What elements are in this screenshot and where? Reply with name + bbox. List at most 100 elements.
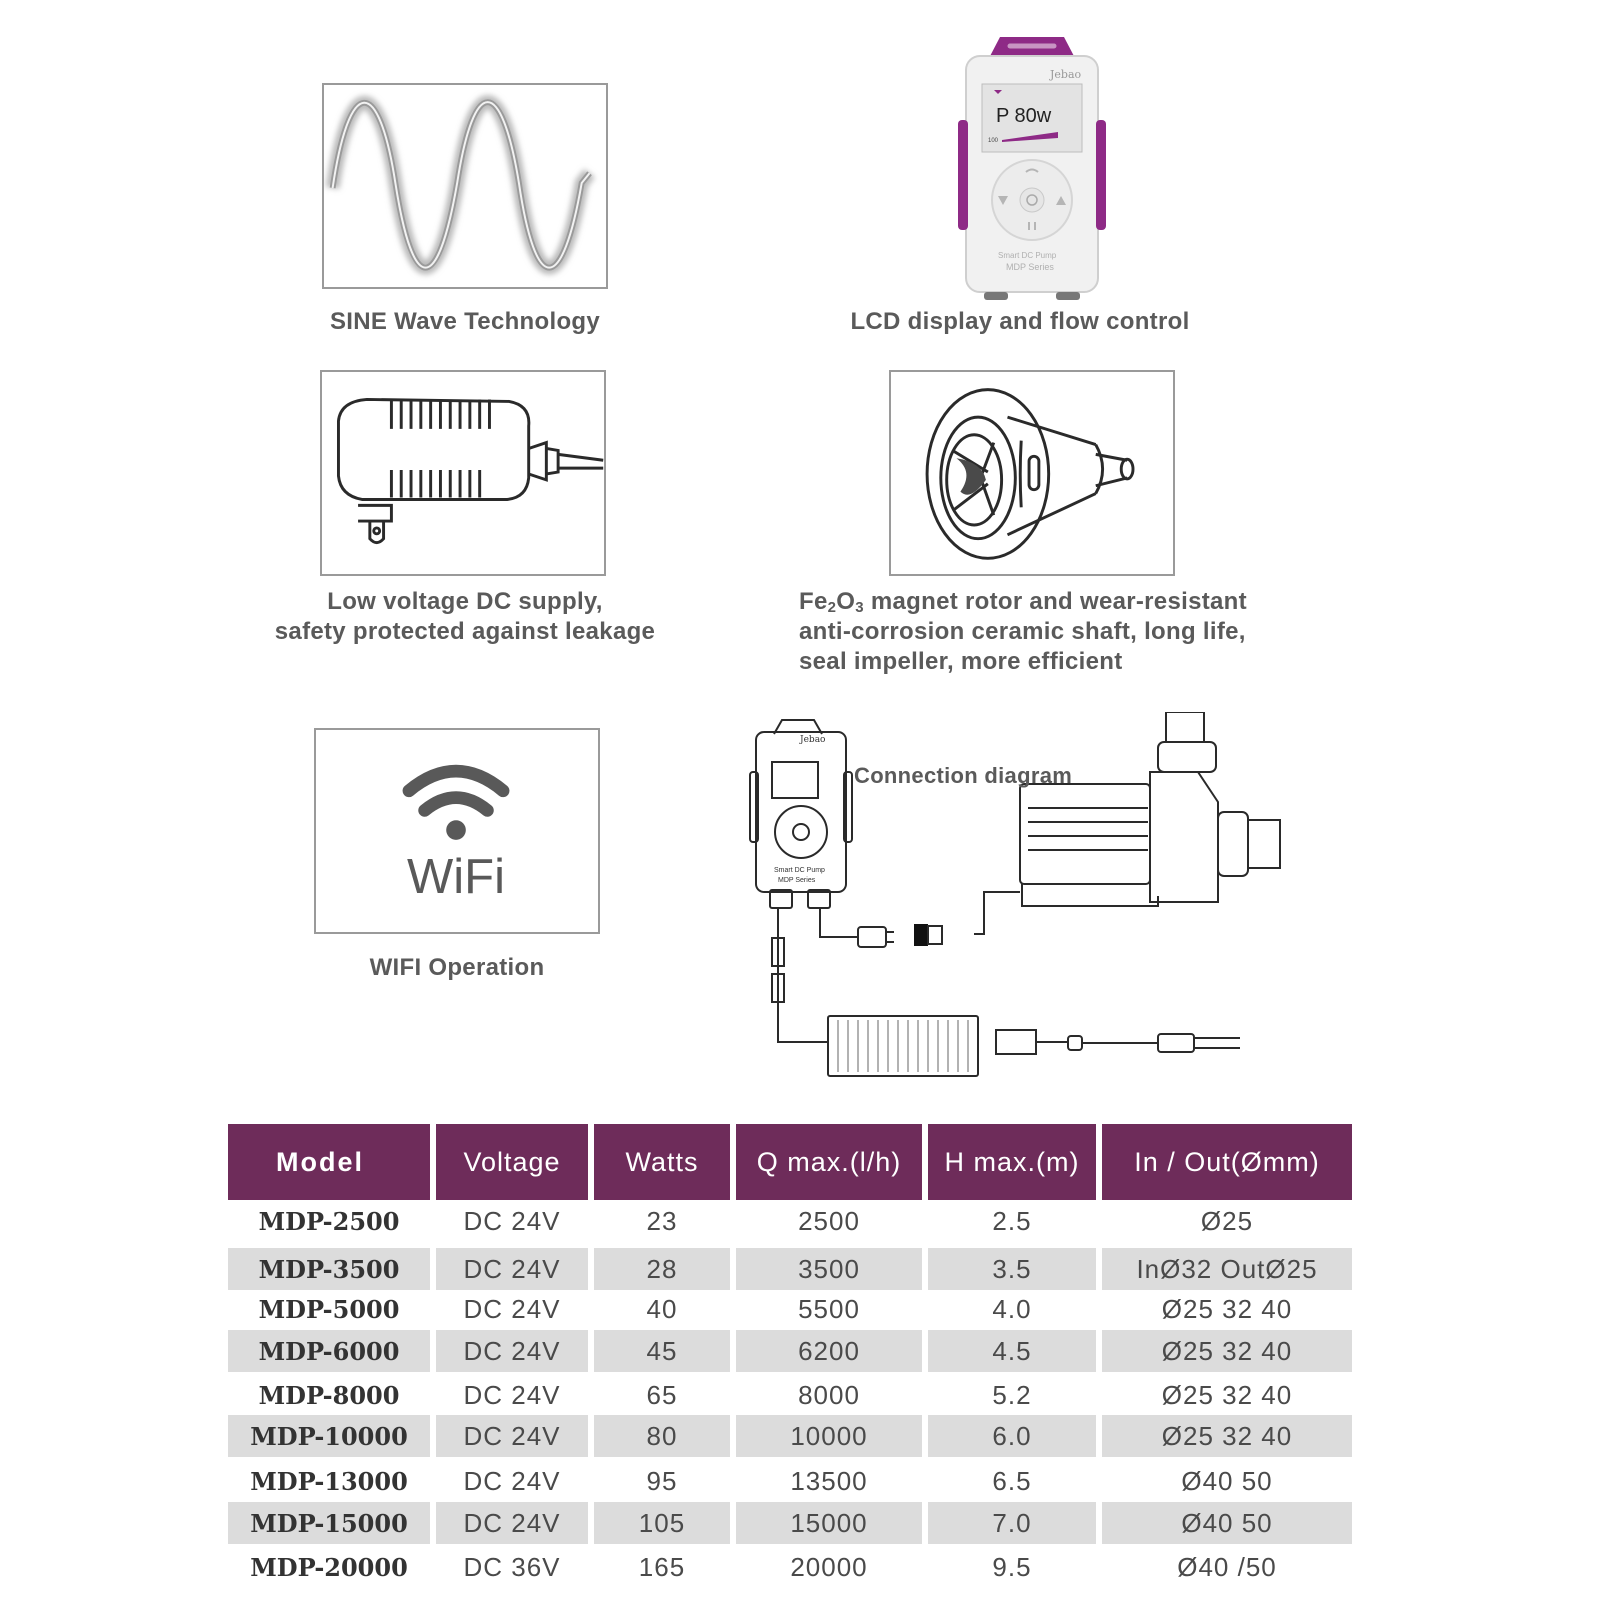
table-row: MDP-5000 DC 24V 40 5500 4.0 Ø25 32 40 xyxy=(228,1288,1352,1330)
lcd-brand-text: Jebao xyxy=(1049,68,1082,81)
header-voltage: Voltage xyxy=(436,1124,588,1200)
cell-watts: 28 xyxy=(594,1248,730,1290)
cell-model: MDP-3500 xyxy=(228,1248,430,1290)
sine-wave-caption: SINE Wave Technology xyxy=(329,308,601,335)
header-model: Model xyxy=(228,1124,430,1200)
table-row: MDP-13000 DC 24V 95 13500 6.5 Ø40 50 xyxy=(228,1460,1352,1502)
cell-h-max: 3.5 xyxy=(928,1248,1096,1290)
cell-q-max: 6200 xyxy=(736,1330,922,1372)
cell-voltage: DC 24V xyxy=(463,1379,561,1410)
cell-voltage: DC 24V xyxy=(436,1248,588,1290)
cell-voltage: DC 24V xyxy=(436,1502,588,1544)
cell-model: MDP-10000 xyxy=(228,1415,430,1457)
cell-model: MDP-5000 xyxy=(258,1294,400,1324)
cell-watts: 45 xyxy=(594,1330,730,1372)
cell-model: MDP-8000 xyxy=(258,1380,400,1410)
power-caption-line-1: Low voltage DC supply, xyxy=(327,588,603,615)
cell-voltage: DC 24V xyxy=(436,1330,588,1372)
cell-h-max: 2.5 xyxy=(992,1205,1032,1236)
lcd-label-2: MDP Series xyxy=(1006,262,1054,272)
power-caption-line-2: safety protected against leakage xyxy=(274,618,656,645)
rotor-caption-line-3: seal impeller, more efficient xyxy=(799,648,1123,675)
cell-h-max: 9.5 xyxy=(992,1551,1032,1582)
connection-diagram: Jebao Smart DC Pump MDP Series xyxy=(748,711,1308,1092)
wifi-text: WiFi xyxy=(407,850,505,904)
cell-h-max: 6.5 xyxy=(992,1465,1032,1496)
cell-watts: 80 xyxy=(594,1415,730,1457)
cell-watts: 105 xyxy=(594,1502,730,1544)
table-row: MDP-8000 DC 24V 65 8000 5.2 Ø25 32 40 xyxy=(228,1374,1352,1416)
lcd-screen-text: P 80w xyxy=(996,105,1052,127)
rotor-caption-rest: magnet rotor and wear-resistant xyxy=(863,588,1247,615)
cell-watts: 165 xyxy=(638,1551,686,1582)
cell-h-max: 5.2 xyxy=(992,1379,1032,1410)
cell-in-out: Ø40 50 xyxy=(1102,1502,1352,1544)
cell-model: MDP-2500 xyxy=(258,1206,400,1236)
header-q-max: Q max.(l/h) xyxy=(736,1124,922,1200)
spec-table-header: Model Voltage Watts Q max.(l/h) H max.(m… xyxy=(228,1124,1352,1200)
cell-in-out: Ø25 xyxy=(1200,1205,1254,1236)
cell-q-max: 20000 xyxy=(790,1551,868,1582)
diagram-brand-text: Jebao xyxy=(799,735,825,745)
rotor-caption-fe: Fe xyxy=(799,588,828,615)
rotor-caption-line-1: Fe2O3 magnet rotor and wear-resistant xyxy=(799,586,1299,620)
cell-model: MDP-15000 xyxy=(228,1502,430,1544)
cell-q-max: 10000 xyxy=(736,1415,922,1457)
cell-q-max: 13500 xyxy=(790,1465,868,1496)
rotor-panel xyxy=(889,370,1175,576)
cell-h-max: 4.5 xyxy=(928,1330,1096,1372)
cell-watts: 23 xyxy=(646,1205,678,1236)
lcd-controller-image: P 80w 100 Jebao Smart DC Pump MDP Series xyxy=(958,32,1106,302)
cell-voltage: DC 24V xyxy=(463,1465,561,1496)
cell-in-out: Ø25 32 40 xyxy=(1161,1293,1293,1324)
rotor-caption-sub-2: 2 xyxy=(827,599,837,616)
sine-wave-icon xyxy=(325,95,595,275)
cell-voltage: DC 24V xyxy=(463,1293,561,1324)
magnet-rotor-icon xyxy=(925,388,1135,560)
cell-q-max: 15000 xyxy=(736,1502,922,1544)
cell-h-max: 4.0 xyxy=(992,1293,1032,1324)
cell-in-out: Ø40 50 xyxy=(1181,1465,1273,1496)
cell-watts: 95 xyxy=(646,1465,678,1496)
cell-q-max: 2500 xyxy=(798,1205,860,1236)
header-watts: Watts xyxy=(594,1124,730,1200)
connection-diagram-title: Connection diagram xyxy=(854,763,1073,788)
cell-in-out: Ø25 32 40 xyxy=(1102,1415,1352,1457)
cell-in-out: InØ32 OutØ25 xyxy=(1102,1248,1352,1290)
header-in-out: In / Out(Ømm) xyxy=(1102,1124,1352,1200)
power-adapter-icon xyxy=(336,397,604,545)
lcd-label-1: Smart DC Pump xyxy=(998,251,1057,260)
rotor-caption-o: O xyxy=(836,588,856,615)
cell-voltage: DC 36V xyxy=(463,1551,561,1582)
diagram-label-2: MDP Series xyxy=(778,877,816,884)
sine-wave-panel xyxy=(322,83,608,289)
table-row: MDP-2500 DC 24V 23 2500 2.5 Ø25 xyxy=(228,1200,1352,1242)
cell-model: MDP-6000 xyxy=(228,1330,430,1372)
cell-q-max: 3500 xyxy=(736,1248,922,1290)
header-h-max: H max.(m) xyxy=(928,1124,1096,1200)
rotor-caption-line-2: anti-corrosion ceramic shaft, long life, xyxy=(799,618,1246,645)
cell-in-out: Ø25 32 40 xyxy=(1161,1379,1293,1410)
cell-watts: 40 xyxy=(646,1293,678,1324)
diagram-label-1: Smart DC Pump xyxy=(774,867,825,874)
cell-model: MDP-13000 xyxy=(250,1466,408,1496)
cell-watts: 65 xyxy=(646,1379,678,1410)
cell-model: MDP-20000 xyxy=(250,1552,408,1582)
cell-in-out: Ø40 /50 xyxy=(1177,1551,1277,1582)
cell-voltage: DC 24V xyxy=(436,1415,588,1457)
wifi-caption: WIFI Operation xyxy=(369,954,545,981)
rotor-caption-sub-3: 3 xyxy=(855,599,864,616)
power-adapter-panel xyxy=(320,370,606,576)
lcd-scale-label: 100 xyxy=(988,138,999,144)
cell-q-max: 8000 xyxy=(798,1379,860,1410)
cell-voltage: DC 24V xyxy=(463,1205,561,1236)
cell-q-max: 5500 xyxy=(798,1293,860,1324)
cell-in-out: Ø25 32 40 xyxy=(1102,1330,1352,1372)
lcd-caption: LCD display and flow control xyxy=(850,308,1190,335)
wifi-panel: WiFi xyxy=(314,728,600,934)
table-row: MDP-20000 DC 36V 165 20000 9.5 Ø40 /50 xyxy=(228,1546,1352,1588)
